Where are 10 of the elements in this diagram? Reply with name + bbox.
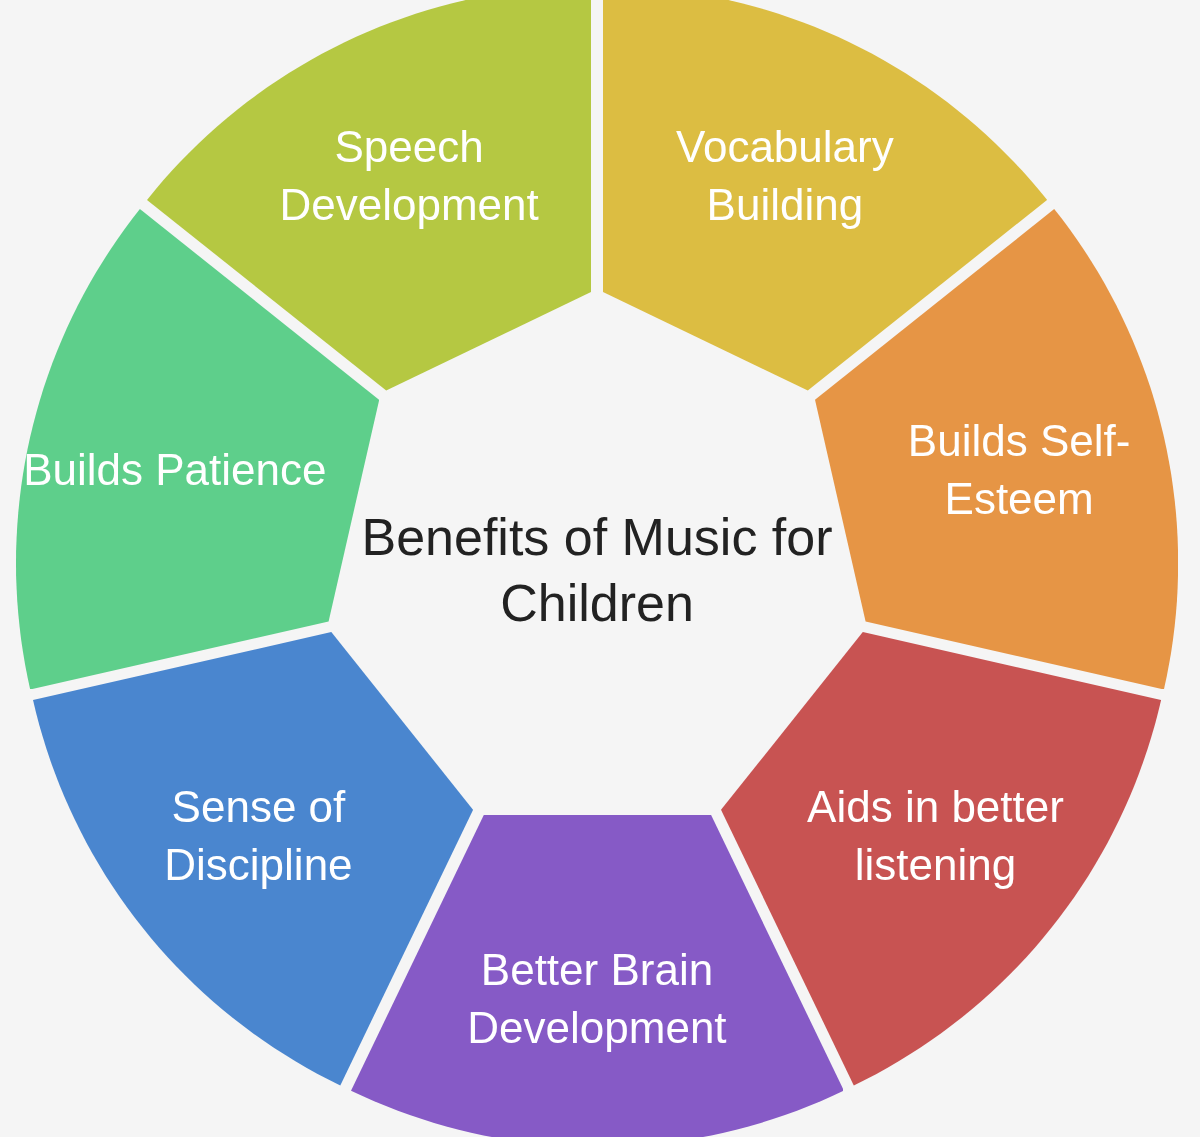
center-title: Benefits of Music for Children (360, 507, 834, 634)
segment-label: Speech Development (278, 120, 540, 231)
segment-label: Better Brain Development (466, 944, 728, 1054)
segment-label: Builds Self-Esteem (906, 414, 1132, 525)
ring-segment (147, 0, 592, 391)
segment-label: Aids in better listening (806, 780, 1065, 891)
segment-label: Builds Patience (22, 443, 328, 496)
segment-label: Sense of Discipline (163, 780, 354, 891)
ring-segment (602, 0, 1047, 391)
segment-label: Vocabulary Building (675, 120, 895, 231)
